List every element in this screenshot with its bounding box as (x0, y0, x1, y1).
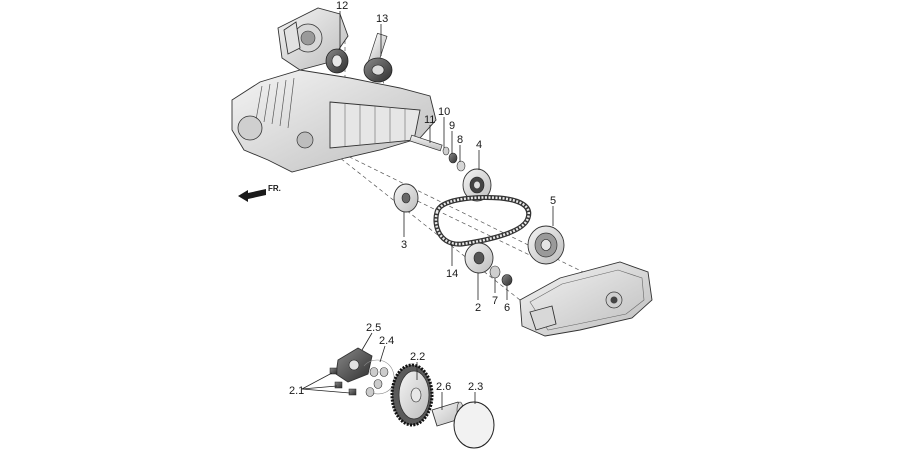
part-2-1-sliders (329, 367, 357, 396)
callout-4: 4 (476, 139, 482, 151)
part-7-spring-seat (489, 265, 501, 279)
part-4-drive-face (462, 168, 492, 202)
callout-7: 7 (492, 295, 498, 307)
front-direction-indicator: FR. (238, 184, 281, 202)
part-5-clutch-outer (527, 225, 565, 265)
part-6-nut (501, 274, 513, 286)
callout-14: 14 (446, 268, 458, 280)
callout-2-4: 2.4 (379, 335, 394, 347)
direction-label: FR. (268, 184, 281, 193)
callout-6: 6 (504, 302, 510, 314)
callout-9: 9 (449, 120, 455, 132)
callout-2-1: 2.1 (289, 385, 304, 397)
callout-2-5: 2.5 (366, 322, 381, 334)
part-2-3-cover-plate (453, 401, 495, 449)
part-3-movable-face (393, 183, 419, 213)
callout-11: 11 (424, 114, 435, 126)
part-11-crankshaft (409, 134, 443, 152)
callout-leaders (301, 11, 554, 410)
callout-2-2: 2.2 (410, 351, 425, 363)
arrow-left-icon (238, 189, 266, 202)
engine-crankcase (231, 69, 437, 173)
callout-5: 5 (550, 195, 556, 207)
callout-2-6: 2.6 (436, 381, 451, 393)
callout-12: 12 (336, 0, 348, 12)
part-2-2-variator (390, 363, 434, 427)
part-13-shaft-gear (363, 32, 393, 83)
callout-labels: 12 13 11 10 9 8 4 3 5 14 2 7 6 2.5 2.4 2… (289, 0, 556, 397)
callout-13: 13 (376, 13, 388, 25)
callout-8: 8 (457, 134, 463, 146)
callout-2-3: 2.3 (468, 381, 483, 393)
parts-10-9-8-washers (442, 146, 466, 172)
part-12-bearing (325, 48, 349, 74)
part-2-4-rollers (363, 359, 395, 397)
callout-2: 2 (475, 302, 481, 314)
callout-3: 3 (401, 239, 407, 251)
part-2-driven-pulley (464, 242, 494, 274)
transmission-cover (519, 261, 653, 337)
part-2-5-ramp-plate (335, 347, 373, 383)
callout-10: 10 (438, 106, 450, 118)
part-14-v-belt (433, 195, 532, 247)
